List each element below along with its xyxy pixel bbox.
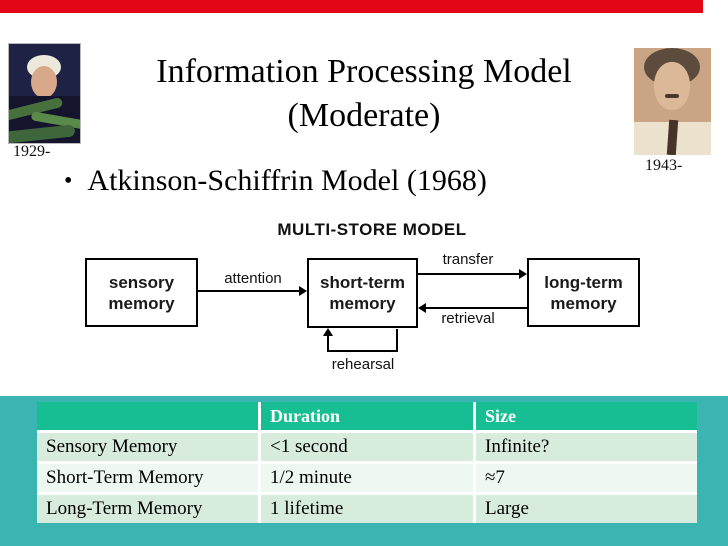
shiffrin-birth-year-caption: 1943- <box>645 157 683 174</box>
retrieval-arrowhead-icon <box>418 303 426 313</box>
transfer-arrow-line <box>418 273 520 275</box>
attention-label: attention <box>224 270 282 287</box>
table-cell-sensory-label: Sensory Memory <box>37 433 258 461</box>
memory-table: Duration Size Sensory Memory <1 second I… <box>37 402 697 523</box>
long-term-memory-box: long-term memory <box>527 258 640 327</box>
diagram-title: MULTI-STORE MODEL <box>277 220 467 239</box>
table-cell-short-term-label: Short-Term Memory <box>37 464 258 492</box>
table-cell-sensory-size: Infinite? <box>476 433 697 461</box>
rehearsal-label: rehearsal <box>331 356 395 373</box>
shiffrin-photo-mustache <box>665 94 679 98</box>
sensory-memory-box: sensory memory <box>85 258 198 327</box>
shiffrin-photo <box>634 48 711 155</box>
shiffrin-photo-face <box>654 62 690 110</box>
table-cell-long-term-label: Long-Term Memory <box>37 495 258 523</box>
bullet-icon: • <box>64 168 73 194</box>
rehearsal-arrowhead-icon <box>323 328 333 336</box>
rehearsal-loop-line <box>396 329 398 352</box>
retrieval-arrow-line <box>425 307 527 309</box>
short-term-memory-box: short-term memory <box>307 258 418 328</box>
retrieval-label: retrieval <box>441 310 495 327</box>
bullet-text: Atkinson-Schiffrin Model (1968) <box>87 164 487 197</box>
table-cell-long-term-duration: 1 lifetime <box>261 495 473 523</box>
atkinson-photo-face <box>31 66 57 98</box>
table-header-size: Size <box>476 402 697 430</box>
top-accent-bar <box>0 0 703 13</box>
transfer-label: transfer <box>442 251 494 268</box>
transfer-arrowhead-icon <box>519 269 527 279</box>
attention-arrowhead-icon <box>299 286 307 296</box>
slide-title: Information Processing Model (Moderate) <box>0 50 728 138</box>
rehearsal-loop-line <box>327 336 329 352</box>
atkinson-birth-year-caption: 1929- <box>13 143 51 160</box>
table-cell-long-term-size: Large <box>476 495 697 523</box>
table-header-duration: Duration <box>261 402 473 430</box>
rehearsal-loop-line <box>327 350 398 352</box>
table-cell-short-term-size: ≈7 <box>476 464 697 492</box>
slide-title-line2: (Moderate) <box>287 97 441 134</box>
bullet-item: • Atkinson-Schiffrin Model (1968) <box>64 164 487 198</box>
table-cell-sensory-duration: <1 second <box>261 433 473 461</box>
attention-arrow-line <box>198 290 300 292</box>
table-header-blank <box>37 402 258 430</box>
atkinson-photo <box>8 43 81 144</box>
table-cell-short-term-duration: 1/2 minute <box>261 464 473 492</box>
slide-title-line1: Information Processing Model <box>156 53 572 90</box>
